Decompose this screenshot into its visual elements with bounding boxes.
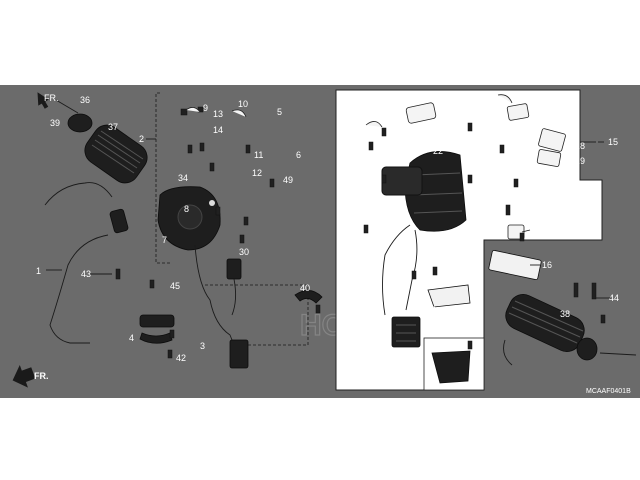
bracket-part <box>427 284 471 308</box>
left-coupler-part <box>229 339 249 369</box>
front-direction-arrow-top: FR. <box>37 92 59 109</box>
right-grip-part <box>505 293 637 361</box>
callout-5: 5 <box>277 107 282 117</box>
callout-22: 22 <box>433 146 443 156</box>
cable-switch-part <box>109 208 129 234</box>
callout-46: 46 <box>410 295 420 305</box>
callout-45: 45 <box>170 281 180 291</box>
callout-38: 38 <box>560 309 570 319</box>
callout-labels: 1 2 3 4 5 6 7 8 9 10 11 12 13 14 15 16 1… <box>36 91 619 363</box>
plate-19-part <box>536 149 562 167</box>
callout-6: 6 <box>296 150 301 160</box>
fr-label: FR. <box>34 371 49 381</box>
callout-44: 44 <box>609 293 619 303</box>
diagram-code: MCAAF0401B <box>586 388 631 395</box>
callout-14: 14 <box>213 125 223 135</box>
callout-1: 1 <box>36 266 41 276</box>
callout-4: 4 <box>129 333 134 343</box>
left-grip-part <box>55 99 148 184</box>
callout-8: 8 <box>184 204 189 214</box>
callout-11: 11 <box>254 150 263 160</box>
callout-32: 32 <box>338 165 348 175</box>
plate-18-part <box>538 128 566 152</box>
callout-2: 2 <box>139 134 144 144</box>
callout-23: 23 <box>378 98 388 108</box>
callout-26: 26 <box>527 116 537 126</box>
exploded-parts-diagram: HONDA <box>12 89 637 395</box>
callout-39: 39 <box>50 118 60 128</box>
callout-18: 18 <box>575 141 585 151</box>
callout-36: 36 <box>80 95 90 105</box>
callout-13: 13 <box>213 109 223 119</box>
callout-35: 35 <box>346 131 356 141</box>
clamp-bracket-part <box>139 314 175 344</box>
callout-19: 19 <box>575 156 585 166</box>
box-part <box>431 350 471 384</box>
callout-33: 33 <box>426 305 436 315</box>
relay-part <box>488 249 542 281</box>
callout-47: 47 <box>371 194 381 204</box>
callout-40: 40 <box>300 283 310 293</box>
callout-9: 9 <box>203 103 208 113</box>
callout-10: 10 <box>238 99 248 109</box>
callout-24: 24 <box>437 316 447 326</box>
callout-43: 43 <box>81 269 91 279</box>
callout-29: 29 <box>463 92 473 102</box>
callout-25: 25 <box>487 91 497 101</box>
callout-28: 28 <box>470 329 480 339</box>
callout-31: 31 <box>524 181 534 191</box>
callout-42: 42 <box>176 353 186 363</box>
clip-26-part <box>506 103 530 121</box>
callout-30: 30 <box>239 247 249 257</box>
callout-20: 20 <box>532 225 542 235</box>
fr-label-top: FR. <box>44 93 59 103</box>
clip-40-part <box>294 290 323 304</box>
callout-41: 41 <box>491 209 501 219</box>
callout-7: 7 <box>162 235 167 245</box>
callout-21: 21 <box>467 311 477 321</box>
callout-3: 3 <box>200 341 205 351</box>
leader-lines <box>46 141 611 299</box>
right-switch-housing-part <box>381 151 467 232</box>
plate-17-part <box>405 102 437 124</box>
front-direction-arrow: FR. <box>12 365 49 388</box>
callout-34: 34 <box>178 173 188 183</box>
left-switch-housing-part <box>157 186 221 251</box>
callout-50: 50 <box>483 155 493 165</box>
fastener-group <box>115 94 606 359</box>
parts-diagram-canvas: HONDA <box>0 85 640 398</box>
right-switch-unit-part <box>391 316 421 348</box>
callout-48: 48 <box>344 221 354 231</box>
callout-49: 49 <box>283 175 293 185</box>
callout-15: 15 <box>608 137 618 147</box>
left-connector-part <box>226 258 242 280</box>
callout-17: 17 <box>432 119 442 129</box>
callout-37: 37 <box>108 122 118 132</box>
callout-16: 16 <box>542 260 552 270</box>
callout-12: 12 <box>252 168 262 178</box>
right-group-panel <box>335 89 603 391</box>
callout-27: 27 <box>531 168 541 178</box>
